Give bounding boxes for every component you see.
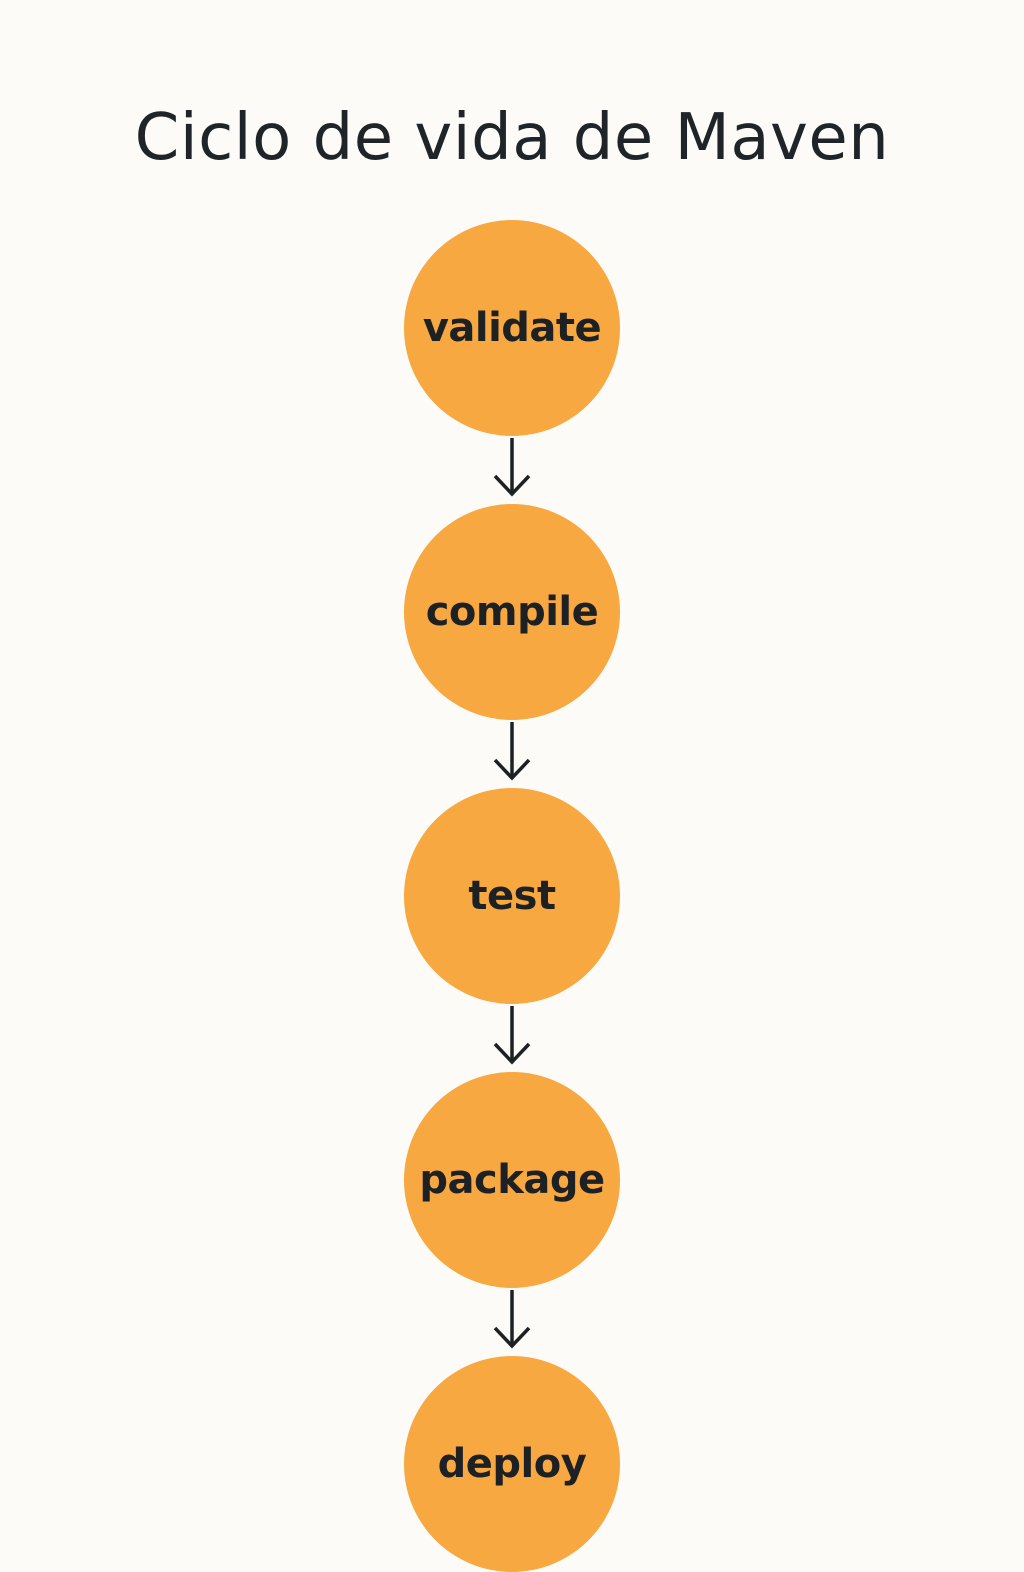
down-arrow-icon — [493, 1006, 531, 1065]
phase-label: validate — [422, 305, 602, 351]
lifecycle-flow: validate compile test package deploy — [404, 220, 620, 1572]
phase-node-package: package — [404, 1072, 620, 1288]
down-arrow-icon — [493, 438, 531, 497]
phase-node-compile: compile — [404, 504, 620, 720]
phase-label: compile — [425, 589, 599, 635]
diagram-title: Ciclo de vida de Maven — [134, 101, 890, 175]
down-arrow-icon — [493, 722, 531, 781]
phase-node-test: test — [404, 788, 620, 1004]
phase-node-deploy: deploy — [404, 1356, 620, 1572]
down-arrow-icon — [493, 1290, 531, 1349]
phase-label: package — [419, 1157, 605, 1203]
phase-node-validate: validate — [404, 220, 620, 436]
phase-label: test — [468, 873, 556, 919]
phase-label: deploy — [437, 1441, 587, 1487]
